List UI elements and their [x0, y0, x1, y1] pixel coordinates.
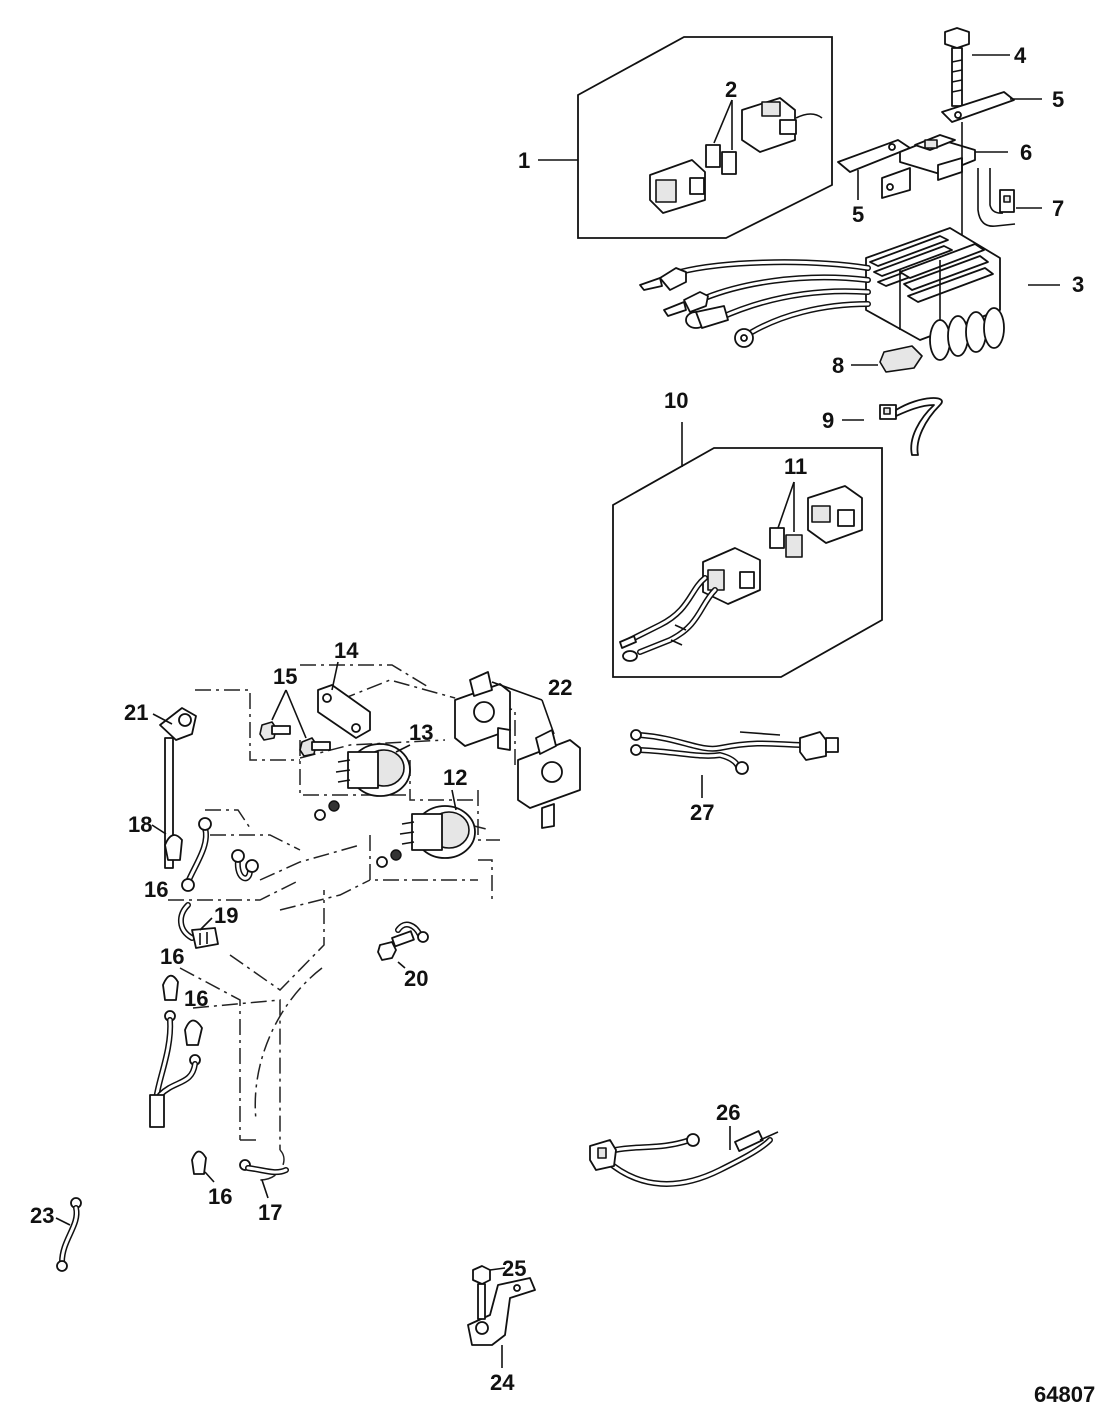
harness-lower	[149, 1010, 201, 1128]
callout-5-upper: 5	[1052, 87, 1064, 112]
bolt-part-4	[944, 27, 1010, 107]
connector-part-19	[178, 902, 219, 949]
harness-part-26	[589, 1126, 779, 1187]
callout-22: 22	[548, 675, 572, 700]
clamp-part-7	[977, 168, 1042, 227]
rectifier-part-3	[639, 122, 1060, 361]
callout-20: 20	[404, 966, 428, 991]
switch-part-12	[376, 789, 476, 868]
harness-part-18	[181, 817, 259, 892]
callout-19: 19	[214, 903, 238, 928]
bracket-part-14	[317, 661, 371, 739]
callout-13: 13	[409, 720, 433, 745]
cover-part-22-lower	[517, 729, 581, 829]
wire-part-17	[239, 1159, 289, 1199]
callout-8: 8	[832, 353, 844, 378]
callout-27: 27	[690, 800, 714, 825]
callout-11: 11	[784, 454, 807, 479]
callout-7: 7	[1052, 196, 1064, 221]
relay-clips	[705, 144, 737, 175]
callout-24: 24	[490, 1370, 515, 1395]
callout-labels: 1 2 3 4 5 5 6 7 8 9 10 11 12 13 14 15 16…	[30, 43, 1084, 1395]
callout-9: 9	[822, 408, 834, 433]
callout-12: 12	[443, 765, 467, 790]
relay-kit-box	[538, 36, 833, 239]
cover-part-22-upper	[454, 671, 511, 751]
callout-21: 21	[124, 700, 148, 725]
cap-part-16-a	[151, 824, 183, 861]
cap-part-16-b	[162, 974, 179, 1001]
callout-2: 2	[725, 77, 737, 102]
callout-18: 18	[128, 812, 152, 837]
callout-14: 14	[334, 638, 359, 663]
ground-wire-part-23	[55, 1197, 82, 1272]
screw-part-25	[472, 1265, 506, 1320]
callout-16-d: 16	[208, 1184, 232, 1209]
callout-17: 17	[258, 1200, 282, 1225]
callout-26: 26	[716, 1100, 740, 1125]
callout-6: 6	[1020, 140, 1032, 165]
callout-25: 25	[502, 1256, 526, 1281]
screw-part-20	[377, 921, 429, 969]
clamp-part-21	[152, 707, 197, 869]
callout-3: 3	[1072, 272, 1084, 297]
strap-part-5-upper	[941, 91, 1042, 123]
relay-1	[649, 159, 706, 214]
callout-5-lower: 5	[852, 202, 864, 227]
grommet-part-8	[851, 345, 923, 373]
cap-part-16-c	[184, 1019, 203, 1046]
figure-number: 64807	[1034, 1382, 1095, 1407]
relay-2	[741, 97, 823, 153]
bracket-part-24	[467, 1277, 536, 1368]
callout-16-a: 16	[144, 877, 168, 902]
callout-16-b: 16	[160, 944, 184, 969]
callout-10: 10	[664, 388, 688, 413]
bracket-part-6	[881, 134, 1008, 199]
callout-16-c: 16	[184, 986, 208, 1011]
switch-part-13	[314, 743, 411, 821]
callout-1: 1	[518, 148, 530, 173]
harness-part-27	[630, 729, 839, 798]
relay-kit-box-2	[612, 422, 883, 678]
tie-strap-part-9	[842, 397, 943, 456]
cap-part-16-d	[191, 1150, 215, 1183]
callout-4: 4	[1014, 43, 1027, 68]
screws-part-15	[259, 689, 331, 757]
callout-15: 15	[273, 664, 297, 689]
callout-23: 23	[30, 1203, 54, 1228]
